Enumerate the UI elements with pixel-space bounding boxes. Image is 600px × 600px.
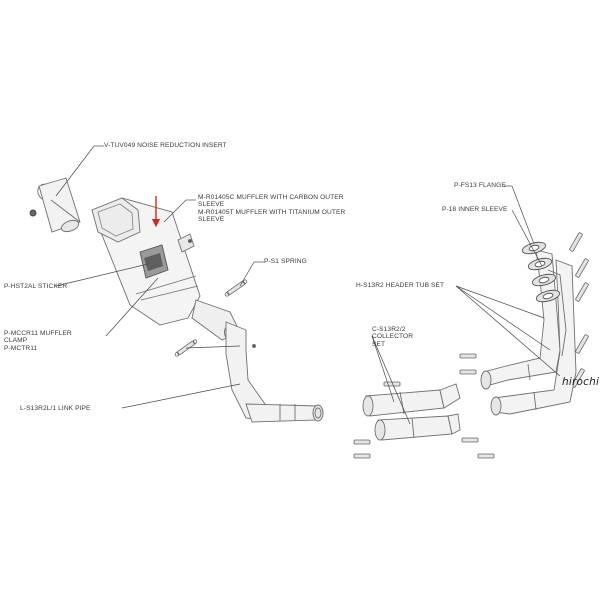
label-link-pipe: L-S13R2L/1 LINK PIPE (20, 405, 91, 412)
watermark: hirochi (562, 376, 600, 388)
label-clamp: P-MCCR11 MUFFLER CLAMP P-MCTR11 (4, 330, 72, 352)
label-header-set: H-S13R2 HEADER TUB SET (356, 282, 445, 289)
leader-lines (55, 145, 561, 425)
header-part (480, 249, 577, 416)
label-muffler-titanium-line1: M-R01405T MUFFLER WITH TITANIUM OUTER (198, 208, 346, 216)
label-muffler-carbon-line2: SLEEVE (198, 201, 225, 209)
label-muffler-carbon: M-R01405C MUFFLER WITH CARBON OUTER SLEE… (198, 194, 345, 224)
label-muffler-carbon-line1: M-R01405C MUFFLER WITH CARBON OUTER (198, 194, 344, 201)
collector-part (362, 383, 461, 441)
label-collector-line1: C-S13R2/2 (372, 326, 406, 333)
label-clamp-line1: P-MCCR11 MUFFLER (4, 330, 72, 337)
label-sticker: P-HST2AL STICKER (4, 283, 68, 290)
label-flange: P-FS13 FLANGE (454, 182, 506, 189)
flange-part (521, 241, 561, 303)
label-inner-sleeve: P-18 INNER SLEEVE (442, 206, 508, 213)
label-spring: P-S1 SPRING (264, 258, 307, 265)
muffler-part (91, 197, 241, 343)
noise-insert-part (29, 177, 81, 233)
link-pipe-part (225, 321, 324, 423)
label-collector-line2: COLLECTOR (372, 333, 414, 341)
label-collector-line3: SET (372, 340, 386, 348)
label-muffler-titanium-line2: SLEEVE (198, 216, 225, 224)
label-clamp-line3: P-MCTR11 (4, 344, 38, 352)
label-clamp-line2: CLAMP (4, 337, 28, 345)
label-collector: C-S13R2/2 COLLECTOR SET (372, 326, 413, 348)
label-noise-insert: V-TUV049 NOISE REDUCTION INSERT (104, 142, 227, 149)
